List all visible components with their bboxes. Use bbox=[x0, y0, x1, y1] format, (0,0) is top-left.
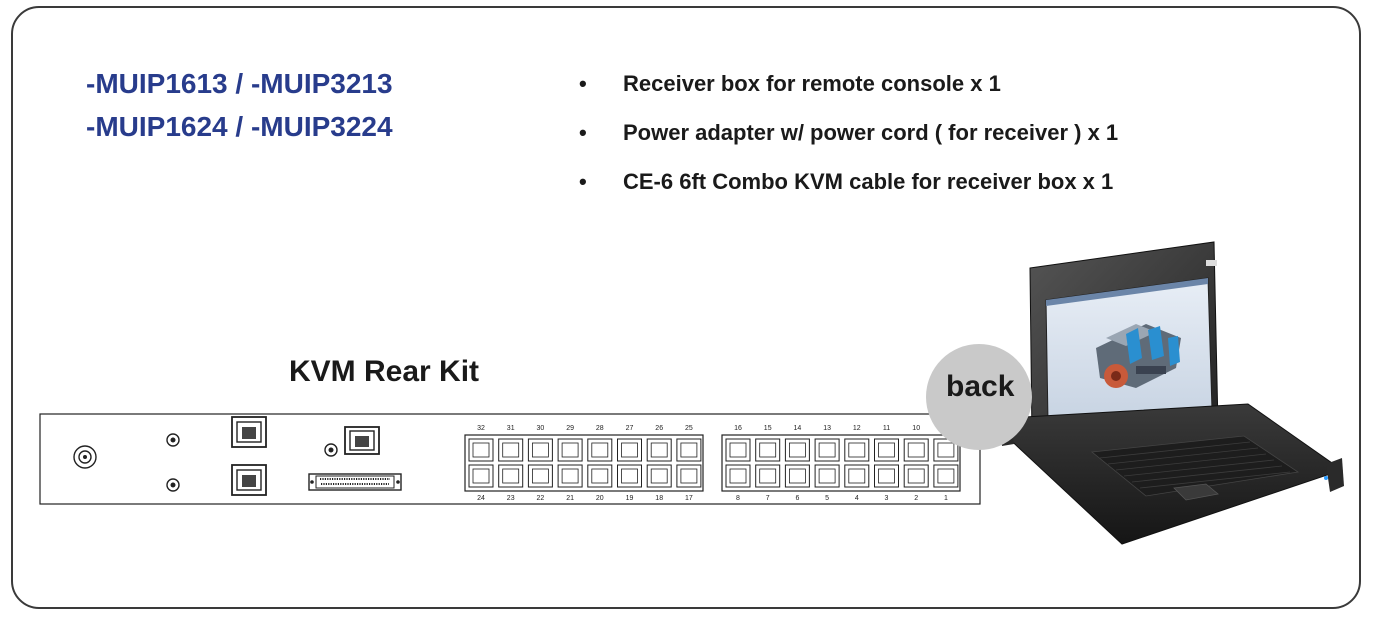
group-b-port-label-13: 13 bbox=[823, 425, 831, 432]
group-b-port-label-7: 7 bbox=[766, 495, 770, 502]
rj45-port-icon bbox=[725, 438, 751, 462]
rj45-port-icon bbox=[646, 438, 672, 462]
group-a-port-label-25: 25 bbox=[685, 425, 693, 432]
rj45-port-icon bbox=[755, 438, 781, 462]
group-a-port-label-29: 29 bbox=[566, 425, 574, 432]
group-b-port-label-16: 16 bbox=[734, 425, 742, 432]
rj45-port-icon bbox=[814, 438, 840, 462]
group-a-port-label-20: 20 bbox=[596, 495, 604, 502]
coax-connector-icon bbox=[73, 445, 97, 469]
group-a-port-label-28: 28 bbox=[596, 425, 604, 432]
group-b-port-label-14: 14 bbox=[794, 425, 802, 432]
rj45-port-icon bbox=[676, 464, 702, 488]
kvm-console-image bbox=[998, 241, 1344, 545]
group-b-port-label-2: 2 bbox=[914, 495, 918, 502]
group-a-port-label-32: 32 bbox=[477, 425, 485, 432]
model-line-2: -MUIP1624 / -MUIP3224 bbox=[86, 111, 393, 142]
rj45-port-icon bbox=[587, 438, 613, 462]
rj45-port-icon bbox=[468, 438, 494, 462]
rj45-port-icon bbox=[468, 464, 494, 488]
rj45-port-icon bbox=[676, 438, 702, 462]
group-a-port-label-17: 17 bbox=[685, 495, 693, 502]
audio-jack-icon bbox=[324, 443, 338, 457]
port-group-b: 16151413121110987654321 bbox=[721, 425, 961, 502]
rj45-port-icon bbox=[874, 464, 899, 488]
rj45-port-icon bbox=[844, 438, 870, 462]
rj45-port-icon bbox=[784, 438, 810, 462]
back-badge bbox=[926, 344, 1032, 450]
back-label: back bbox=[946, 370, 1015, 403]
group-b-port-label-12: 12 bbox=[853, 425, 861, 432]
group-b-port-label-3: 3 bbox=[885, 495, 889, 502]
rj45-port-icon bbox=[617, 438, 642, 462]
group-a-port-label-30: 30 bbox=[537, 425, 545, 432]
rj45-port-icon bbox=[646, 464, 672, 488]
group-a-port-label-31: 31 bbox=[507, 425, 515, 432]
group-b-port-label-6: 6 bbox=[795, 495, 799, 502]
group-b-port-label-4: 4 bbox=[855, 495, 859, 502]
rj45-port-icon bbox=[527, 438, 553, 462]
rj45-port-icon bbox=[903, 464, 929, 488]
kit-title: KVM Rear Kit bbox=[289, 355, 480, 388]
rj45-port-icon bbox=[557, 438, 583, 462]
group-a-port-label-23: 23 bbox=[507, 495, 515, 502]
list-item-text: Power adapter w/ power cord ( for receiv… bbox=[623, 120, 1119, 145]
list-item: • Receiver box for remote console x 1 bbox=[575, 64, 1118, 113]
rj45-port-icon bbox=[587, 464, 613, 488]
power-led-icon bbox=[1324, 476, 1328, 480]
audio-jack-icon bbox=[166, 478, 180, 492]
rj45-port-icon bbox=[557, 464, 583, 488]
keyboard-keys bbox=[1099, 441, 1291, 489]
model-line-1: -MUIP1613 / -MUIP3213 bbox=[86, 68, 393, 99]
group-a-port-label-18: 18 bbox=[655, 495, 663, 502]
list-item-text: CE-6 6ft Combo KVM cable for receiver bo… bbox=[623, 169, 1114, 194]
bullet-icon: • bbox=[579, 120, 587, 145]
group-a-port-label-26: 26 bbox=[655, 425, 663, 432]
lan-port-icon bbox=[231, 416, 267, 448]
rj45-port-icon bbox=[617, 464, 642, 488]
rj45-port-icon bbox=[933, 464, 959, 488]
rj45-port-icon bbox=[498, 464, 524, 488]
group-b-port-label-5: 5 bbox=[825, 495, 829, 502]
group-b-port-label-15: 15 bbox=[764, 425, 772, 432]
audio-jack-icon bbox=[166, 433, 180, 447]
port-group-a: 32 31 30 29 28 27 26 25 24 23 22 21 20 19 18 17 bbox=[464, 425, 704, 502]
group-a-port-label-24: 24 bbox=[477, 495, 485, 502]
db-connector-icon bbox=[308, 473, 402, 491]
group-a-port-label-19: 19 bbox=[626, 495, 634, 502]
lan-port-icon bbox=[231, 464, 267, 496]
group-b-port-label-8: 8 bbox=[736, 495, 740, 502]
rj45-port-icon bbox=[844, 464, 870, 488]
brand-logo bbox=[1206, 260, 1217, 266]
package-contents-list: • Receiver box for remote console x 1 • … bbox=[575, 64, 1118, 211]
rj45-port-icon bbox=[814, 464, 840, 488]
rj45-port-icon bbox=[755, 464, 781, 488]
engine-render-image bbox=[1096, 324, 1181, 388]
group-b-port-label-1: 1 bbox=[944, 495, 948, 502]
rj45-port-icon bbox=[784, 464, 810, 488]
window-titlebar bbox=[1046, 278, 1208, 306]
group-a-port-label-22: 22 bbox=[537, 495, 545, 502]
list-item: • Power adapter w/ power cord ( for rece… bbox=[575, 113, 1118, 162]
rj45-port-icon bbox=[903, 438, 929, 462]
rj45-port-icon bbox=[725, 464, 751, 488]
model-list: -MUIP1613 / -MUIP3213 -MUIP1624 / -MUIP3… bbox=[86, 62, 393, 148]
group-b-port-label-10: 10 bbox=[912, 425, 920, 432]
rj45-port-icon bbox=[498, 438, 524, 462]
list-item-text: Receiver box for remote console x 1 bbox=[623, 71, 1001, 96]
rj45-port-icon bbox=[933, 438, 959, 462]
bullet-icon: • bbox=[579, 169, 587, 194]
bullet-icon: • bbox=[579, 71, 587, 96]
list-item: • CE-6 6ft Combo KVM cable for receiver … bbox=[575, 162, 1118, 211]
content-frame bbox=[11, 6, 1361, 609]
group-b-port-label-11: 11 bbox=[883, 425, 890, 432]
touchpad-icon bbox=[1173, 483, 1219, 501]
rj45-port-icon bbox=[874, 438, 899, 462]
rack-ear-right bbox=[1326, 458, 1344, 492]
rj45-port-icon bbox=[527, 464, 553, 488]
lan-port-icon bbox=[344, 426, 380, 455]
group-a-port-label-21: 21 bbox=[566, 495, 574, 502]
group-a-port-label-27: 27 bbox=[626, 425, 634, 432]
